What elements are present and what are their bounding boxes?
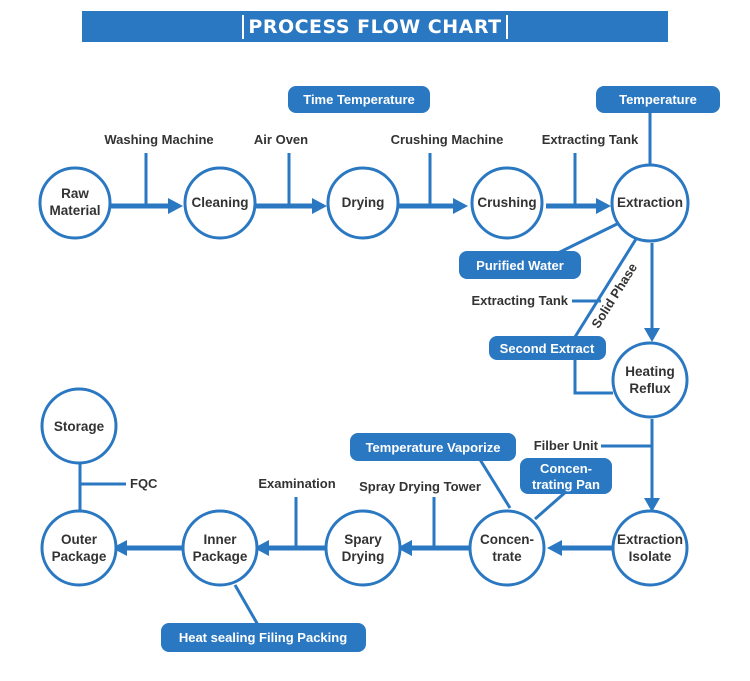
pill-label: Temperature Vaporize xyxy=(366,440,501,455)
node-label: Storage xyxy=(54,419,105,434)
pill-heat-sealing: Heat sealing Filing Packing xyxy=(161,623,366,652)
title-divider-right xyxy=(505,14,508,39)
node-inner-package: Inner Package xyxy=(181,509,259,587)
node-label: Isolate xyxy=(629,549,672,564)
node-label: Reflux xyxy=(629,381,671,396)
connector-solid-phase xyxy=(573,238,638,338)
connector-concentrating-pan xyxy=(534,488,569,521)
arrowhead-drying xyxy=(312,198,327,214)
node-spary-drying: Spary Drying xyxy=(324,509,402,587)
node-drying: Drying xyxy=(326,166,400,240)
pill-temperature-vaporize: Temperature Vaporize xyxy=(350,433,516,461)
pill-label: trating Pan xyxy=(532,477,600,492)
node-label: Outer xyxy=(61,532,98,547)
node-label: Drying xyxy=(342,195,385,210)
pill-label: Second Extract xyxy=(500,341,595,356)
pill-purified-water: Purified Water xyxy=(459,251,581,279)
node-label: Package xyxy=(193,549,248,564)
arrowhead-cleaning xyxy=(168,198,183,214)
node-label: trate xyxy=(492,549,522,564)
node-cleaning: Cleaning xyxy=(183,166,257,240)
pill-time-temperature: Time Temperature xyxy=(288,86,430,113)
pill-label: Time Temperature xyxy=(303,92,415,107)
arrowhead-inner xyxy=(254,540,269,556)
node-label: Cleaning xyxy=(191,195,248,210)
title-divider-left xyxy=(242,14,245,39)
arrowhead-spary xyxy=(397,540,412,556)
pill-label: Concen- xyxy=(540,461,592,476)
pill-second-extract: Second Extract xyxy=(489,336,606,360)
node-heating-reflux: Heating Reflux xyxy=(611,341,689,419)
connector-purified-water xyxy=(555,222,618,256)
node-label: Extraction xyxy=(617,532,683,547)
page-title: PROCESS FLOW CHART xyxy=(248,15,502,38)
title-banner: PROCESS FLOW CHART xyxy=(82,11,668,42)
arrowhead-isolate xyxy=(644,498,660,512)
pill-temperature: Temperature xyxy=(596,86,720,113)
node-crushing: Crushing xyxy=(470,166,544,240)
label-filber-unit: Filber Unit xyxy=(534,438,599,453)
node-label: Drying xyxy=(342,549,385,564)
label-washing-machine: Washing Machine xyxy=(104,132,213,147)
label-extracting-tank: Extracting Tank xyxy=(542,132,639,147)
label-extracting-tank-2: Extracting Tank xyxy=(471,293,568,308)
pill-label: Purified Water xyxy=(476,258,564,273)
node-label: Package xyxy=(52,549,107,564)
pill-concentrating-pan: Concen- trating Pan xyxy=(520,458,612,494)
connector-heat-sealing xyxy=(233,584,260,626)
node-raw-material: Raw Material xyxy=(38,166,112,240)
node-label: Heating xyxy=(625,364,675,379)
label-solid-phase: Solid Phase xyxy=(588,260,640,330)
label-fqc: FQC xyxy=(130,476,158,491)
label-spray-drying-tower: Spray Drying Tower xyxy=(359,479,481,494)
arrowhead-crushing xyxy=(453,198,468,214)
pill-label: Temperature xyxy=(619,92,697,107)
arrowhead-heating xyxy=(644,328,660,342)
label-examination: Examination xyxy=(258,476,335,491)
pill-label: Heat sealing Filing Packing xyxy=(179,630,347,645)
node-label: Concen- xyxy=(480,532,534,547)
node-outer-package: Outer Package xyxy=(40,509,118,587)
connector-second-extract-loop xyxy=(573,358,613,395)
node-label: Raw xyxy=(61,186,89,201)
arrowhead-outer xyxy=(112,540,127,556)
node-storage: Storage xyxy=(40,387,118,465)
label-air-oven: Air Oven xyxy=(254,132,308,147)
label-crushing-machine: Crushing Machine xyxy=(391,132,504,147)
node-label: Extraction xyxy=(617,195,683,210)
node-extraction: Extraction xyxy=(610,163,690,243)
node-label: Crushing xyxy=(477,195,536,210)
arrowhead-concentrate xyxy=(547,540,562,556)
node-label: Spary xyxy=(344,532,382,547)
arrowhead-extraction xyxy=(596,198,611,214)
node-label: Inner xyxy=(203,532,237,547)
node-concentrate: Concen- trate xyxy=(468,509,546,587)
connector-temperature-vaporize xyxy=(477,457,512,509)
node-label: Material xyxy=(49,203,100,218)
node-extraction-isolate: Extraction Isolate xyxy=(611,509,689,587)
